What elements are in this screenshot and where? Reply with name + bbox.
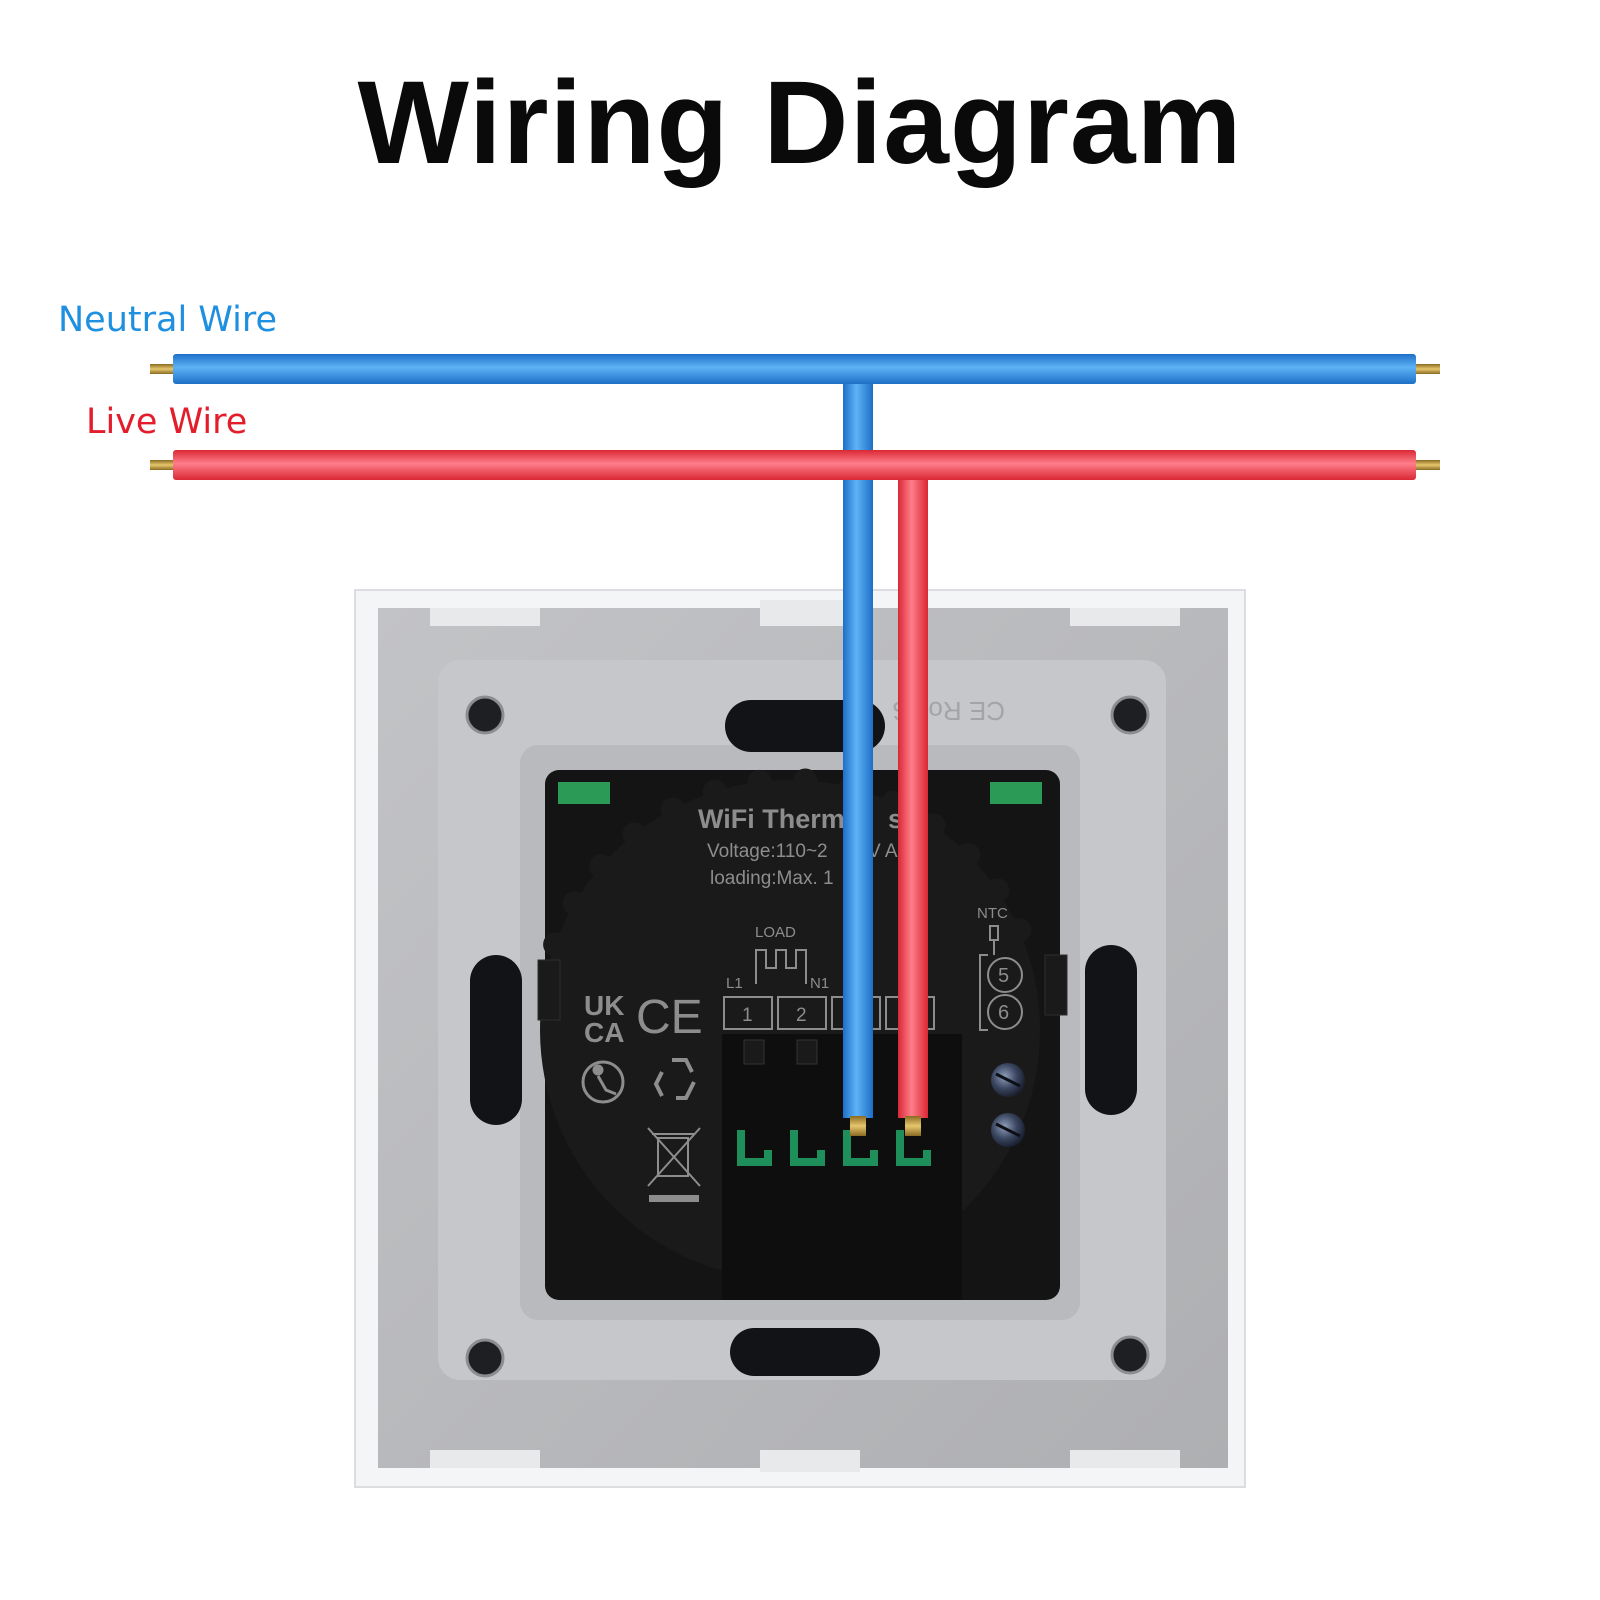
loading-text: loading:Max. 1 [710, 868, 834, 889]
housing-tooth [562, 891, 587, 916]
housing-tooth [747, 769, 772, 794]
housing-tooth [985, 878, 1010, 903]
ukca-mark-bottom: CA [584, 1017, 624, 1048]
frame-notches [430, 600, 1180, 1472]
terminal-box-2 [777, 996, 827, 1030]
mounting-slot-left [470, 955, 522, 1125]
ukca-mark-top: UK [584, 990, 624, 1021]
load-label: LOAD [755, 924, 796, 941]
neutral-drop-tip [850, 1116, 866, 1136]
housing-tooth [543, 932, 568, 957]
load-symbol [755, 949, 807, 984]
terminal-clamps [737, 1130, 931, 1166]
ntc-label: NTC [977, 905, 1008, 922]
mounting-slot-bottom [730, 1328, 880, 1376]
product-name-text: WiFi Therm [698, 804, 845, 834]
l1-label: L1 [726, 975, 743, 992]
housing-tooth [1007, 918, 1032, 943]
housing-tooth [793, 768, 818, 793]
mounting-holes [465, 695, 1150, 1378]
ce-mark: CE [636, 991, 703, 1044]
voltage-text: Voltage:110~2 [707, 841, 828, 862]
live-drop-tip [905, 1116, 921, 1136]
diagram-title: Wiring Diagram [357, 57, 1243, 189]
housing-tooth [660, 797, 685, 822]
mounting-hole [1110, 695, 1150, 735]
voltage-text-tail: V A [868, 841, 898, 862]
tidy-man-icon [581, 1060, 625, 1104]
housing-tooth [956, 842, 981, 867]
mounting-hole [465, 1338, 505, 1378]
recycle-icon [653, 1058, 696, 1100]
neutral-wire [173, 354, 1416, 384]
live-wire-label: Live Wire [86, 402, 248, 442]
mounting-hole [1110, 1335, 1150, 1375]
terminal-circle-5 [987, 957, 1023, 993]
terminal-number-5: 5 [998, 965, 1009, 987]
neutral-wire-label: Neutral Wire [58, 300, 278, 340]
thermostat-module: WiFi Therm sta Voltage:110~2 V A loading… [537, 768, 1068, 1300]
n1-label: N1 [810, 975, 829, 992]
terminal-number-1: 1 [742, 1005, 753, 1026]
green-clip-left [558, 782, 610, 804]
neutral-wire-right-tip [1414, 364, 1440, 374]
housing-tooth [622, 822, 647, 847]
live-wire-left-tip [150, 460, 174, 470]
housing-tooth [589, 854, 614, 878]
terminal-number-2: 2 [796, 1005, 807, 1026]
green-clip-right [990, 782, 1042, 804]
terminal-clamp [790, 1130, 825, 1166]
mounting-slot-right [1085, 945, 1137, 1115]
neutral-drop-wire [843, 378, 873, 1118]
housing-tooth [702, 779, 727, 804]
terminal-clamp [737, 1130, 772, 1166]
weee-bin-icon [647, 1127, 701, 1202]
live-drop-wire [898, 470, 928, 1118]
terminal-slots [743, 1039, 818, 1065]
live-wire [173, 450, 1416, 480]
terminal-clamp [843, 1130, 878, 1166]
terminal-box-1 [723, 996, 773, 1030]
terminal-circle-6 [987, 994, 1023, 1030]
neutral-wire-left-tip [150, 364, 174, 374]
live-wire-right-tip [1414, 460, 1440, 470]
terminal-clamp [896, 1130, 931, 1166]
terminal-number-6: 6 [998, 1002, 1009, 1024]
mounting-hole [465, 695, 505, 735]
